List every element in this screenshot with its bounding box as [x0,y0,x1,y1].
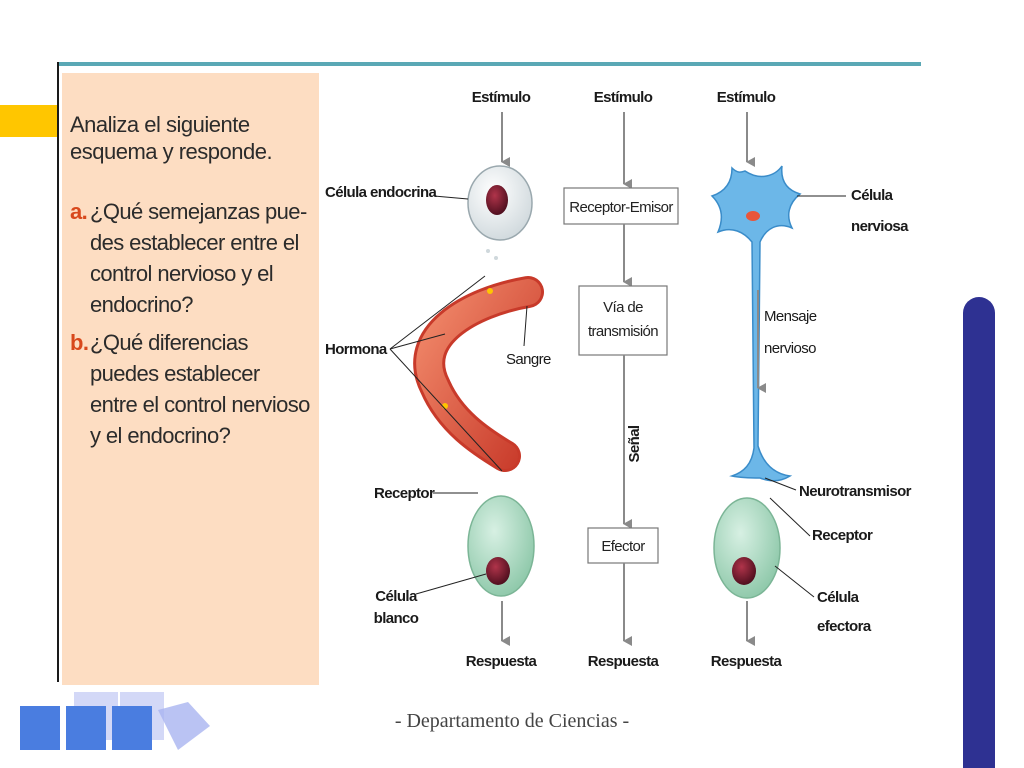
nervous-message-label-1: Mensaje [764,308,817,325]
navy-accent-bar [963,297,995,768]
blood-vessel-inner [416,279,541,469]
hormone-dot [487,288,493,294]
target-cell-label-2: blanco [374,610,419,627]
decorative-squares [20,692,210,750]
nervous-response-label: Respuesta [711,653,783,670]
endocrine-cell-label: Célula endocrina [325,184,438,201]
nerve-cell-label-2: nerviosa [851,218,909,235]
question-panel: Analiza el siguiente esquema y responde.… [62,73,319,685]
general-stimulus-label: Estímulo [594,89,653,106]
effector-cell [713,497,781,599]
effector-cell-label-1: Célula [817,589,860,606]
endocrine-response-label: Respuesta [466,653,538,670]
general-response-label: Respuesta [588,653,660,670]
question-a: a. ¿Qué semejanzas pue-des establecer en… [70,196,311,320]
transmission-label-2: transmisión [588,323,658,340]
question-text: ¿Qué diferencias puedes establecer entre… [90,330,310,448]
target-cell-label-1: Célula [375,588,418,605]
nervous-stimulus-label: Estímulo [717,89,776,106]
footer-text: - Departamento de Ciencias - [394,710,630,732]
hormone-label: Hormona [325,341,388,358]
question-text: ¿Qué semejanzas pue-des establecer entre… [90,199,307,317]
target-cell [467,495,535,597]
signal-label: Señal [626,425,643,462]
control-diagram: Estímulo Célula endocrina Hormona Sangre… [320,66,921,686]
effector-label: Efector [601,538,645,555]
nervous-receptor-label: Receptor [812,527,873,544]
transmission-label-1: Vía de [603,299,643,316]
endocrine-stimulus-label: Estímulo [472,89,531,106]
neurotransmitter-label: Neurotransmisor [799,483,912,500]
neuron [710,165,802,482]
effector-cell-label-2: efectora [817,618,872,635]
receptor-emisor-label: Receptor-Emisor [569,199,673,216]
blood-label: Sangre [506,351,551,368]
question-b: b. ¿Qué diferencias puedes establecer en… [70,327,311,451]
receptor-emisor-box [563,187,679,225]
nervous-message-label-2: nervioso [764,340,816,357]
diagram-svg: Estímulo Célula endocrina Hormona Sangre… [325,89,912,670]
intro-text: Analiza el siguiente esquema y responde. [70,112,273,164]
effector-box [587,527,659,564]
top-rule [57,62,921,66]
nerve-cell-label-1: Célula [851,187,894,204]
transmission-box [578,285,668,356]
endocrine-cell [467,165,533,260]
question-letter: b. [70,330,89,355]
question-letter: a. [70,199,88,224]
yellow-accent-bar [0,105,58,137]
endocrine-receptor-label: Receptor [374,485,435,502]
left-rule [57,62,59,682]
